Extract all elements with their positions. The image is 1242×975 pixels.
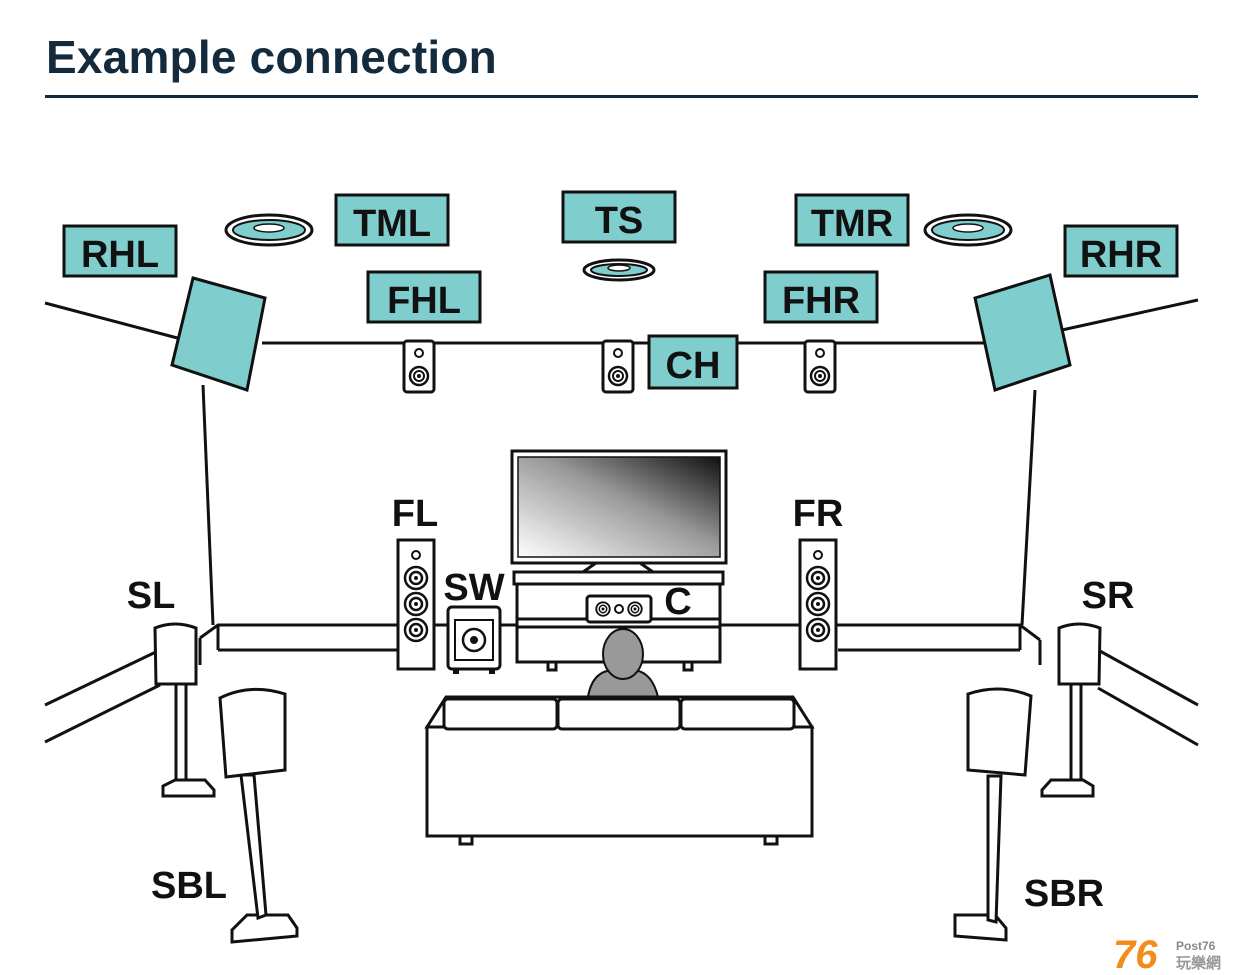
label-sr: SR xyxy=(1082,575,1135,617)
label-box-fhl: FHL xyxy=(366,270,482,324)
page-title: Example connection xyxy=(46,31,497,83)
television xyxy=(510,449,728,576)
label-ch: CH xyxy=(666,345,721,387)
rear-height-right-speaker xyxy=(973,273,1072,392)
listener-figure xyxy=(586,628,660,698)
front-left-tower-speaker xyxy=(396,538,436,671)
top-middle-right-ceiling-speaker xyxy=(923,213,1013,247)
surround-right-speaker xyxy=(1040,622,1102,798)
top-middle-left-ceiling-speaker xyxy=(224,213,314,247)
front-height-right-speaker xyxy=(803,339,837,394)
sofa xyxy=(424,695,815,846)
label-box-rhl: RHL xyxy=(62,224,178,278)
label-box-fhr: FHR xyxy=(763,270,879,324)
top-surround-ceiling-speaker xyxy=(582,258,656,282)
watermark-brand: Post76 xyxy=(1176,939,1216,953)
label-rhl: RHL xyxy=(81,234,159,276)
label-tmr: TMR xyxy=(811,203,893,245)
label-fr: FR xyxy=(793,493,844,535)
title-divider xyxy=(45,95,1198,98)
surround-back-right-speaker xyxy=(953,687,1033,942)
label-box-ts: TS xyxy=(561,190,677,244)
label-fhr: FHR xyxy=(782,280,860,322)
label-box-tmr: TMR xyxy=(794,193,910,247)
center-speaker xyxy=(585,594,653,624)
label-sbr: SBR xyxy=(1024,873,1104,915)
front-height-left-speaker xyxy=(402,339,436,394)
label-fl: FL xyxy=(392,493,438,535)
surround-back-left-speaker xyxy=(218,687,299,944)
center-height-speaker xyxy=(601,339,635,394)
label-ts: TS xyxy=(595,200,644,242)
label-box-tml: TML xyxy=(334,193,450,247)
watermark-logo: 76 Post76 玩樂網 xyxy=(1113,933,1221,975)
label-tml: TML xyxy=(353,203,431,245)
label-sbl: SBL xyxy=(151,865,227,907)
label-fhl: FHL xyxy=(387,280,461,322)
subwoofer xyxy=(446,605,502,674)
rear-height-left-speaker xyxy=(170,276,267,392)
watermark-sub: 玩樂網 xyxy=(1176,954,1221,972)
label-box-ch: CH xyxy=(647,334,739,390)
surround-left-speaker xyxy=(153,622,216,798)
label-c: C xyxy=(664,581,691,623)
label-sw: SW xyxy=(443,567,504,609)
label-sl: SL xyxy=(127,575,176,617)
label-rhr: RHR xyxy=(1080,234,1162,276)
label-box-rhr: RHR xyxy=(1063,224,1179,278)
front-right-tower-speaker xyxy=(798,538,838,671)
watermark-number: 76 xyxy=(1113,933,1158,975)
